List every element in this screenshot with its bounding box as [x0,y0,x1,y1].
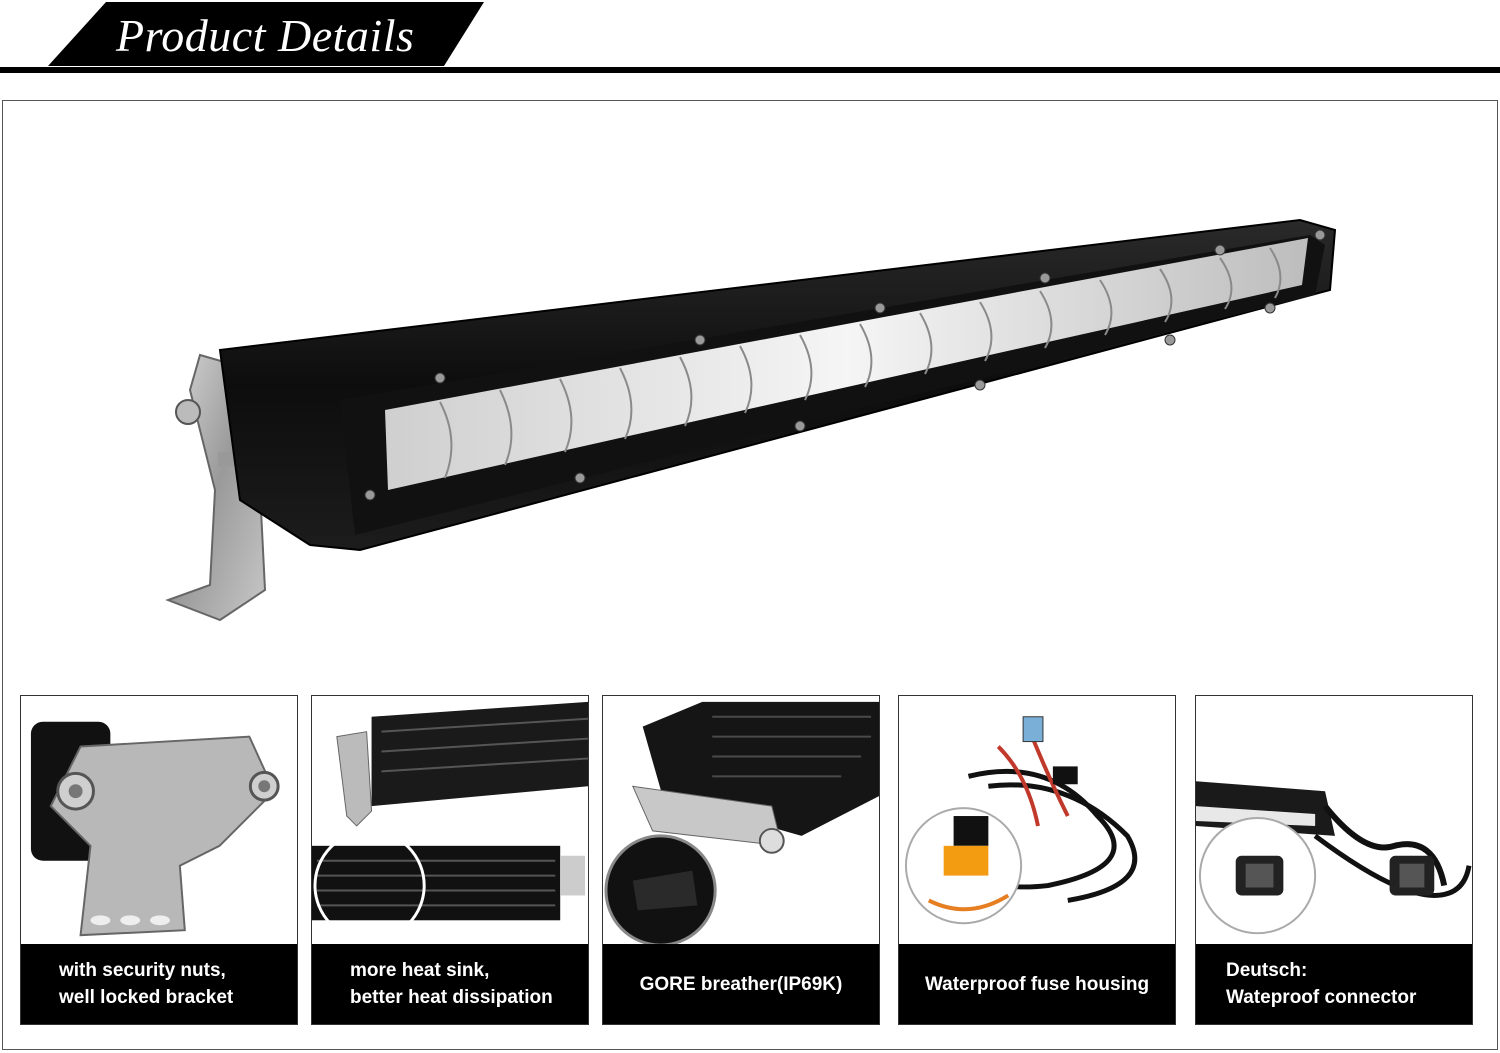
heat-sink-photo [312,701,588,942]
feature-card-breather: GORE breather(IP69K) [602,695,880,1025]
breather-photo [604,701,879,946]
header-rule [0,67,1500,73]
fuse-housing-photo [904,716,1138,925]
page-title: Product Details [116,10,415,61]
feature-caption: GORE breather(IP69K) [603,944,879,1024]
feature-caption: Waterproof fuse housing [899,944,1175,1024]
connector-photo [1196,781,1472,935]
main-frame [2,100,1498,1050]
feature-card-fuse: Waterproof fuse housing [898,695,1176,1025]
bracket-photo [30,721,280,937]
feature-caption: Deutsch: Wateproof connector [1196,944,1472,1024]
feature-caption: more heat sink, better heat dissipation [312,944,588,1024]
feature-card-bracket: with security nuts, well locked bracket [20,695,298,1025]
feature-caption: with security nuts, well locked bracket [21,944,297,1024]
header-banner [48,2,484,66]
light-bar-photo [165,218,1337,622]
feature-card-heat-sink: more heat sink, better heat dissipation [311,695,589,1025]
feature-card-connector: Deutsch: Wateproof connector [1195,695,1473,1025]
